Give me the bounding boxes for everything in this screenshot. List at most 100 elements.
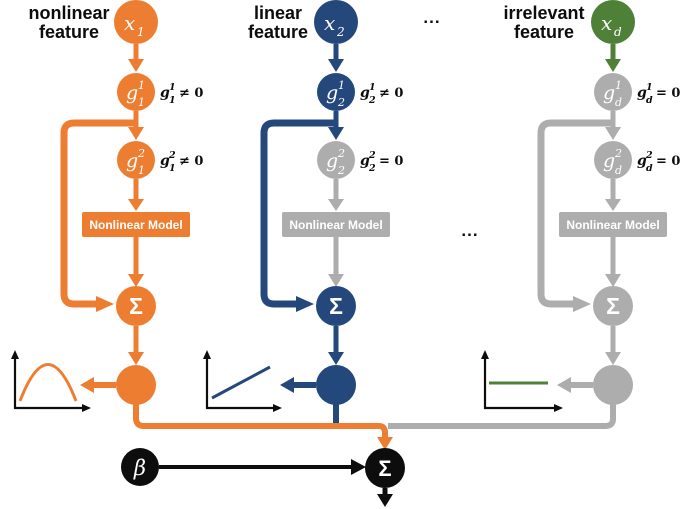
col2-plot-x-arrowhead [273, 404, 282, 412]
g22-annotation-relation: = 0 [379, 154, 403, 169]
x1-node [114, 0, 158, 44]
ellipsis-middle: ... [461, 221, 478, 240]
g11-node-sub: 1 [138, 96, 145, 109]
col1-nonlinear-model-label: Nonlinear Model [89, 218, 182, 232]
g12-annotation-relation: ≠ 0 [179, 154, 203, 169]
x1-label-sub: 1 [137, 25, 145, 39]
ellipsis-top: ... [423, 8, 440, 27]
col3-plot-x-arrowhead [554, 404, 563, 412]
col2-sum-node [316, 286, 356, 326]
col2-nonlinear-model-box [282, 212, 390, 237]
col3-plot-y-arrowhead [481, 350, 489, 359]
final-sum-symbol: Σ [378, 456, 391, 481]
col2-sum-symbol: Σ [329, 293, 343, 319]
g12-annotation-sup: 2 [168, 150, 176, 161]
x1-label-base: x [124, 11, 135, 35]
col3-header-line2: feature [514, 22, 574, 42]
gd1-annotation-sup: 1 [646, 82, 653, 93]
col3-nonlinear-model-box [559, 212, 667, 237]
arrow-output2-to-plot-head [280, 377, 294, 393]
gd2-annotation-sub: d [646, 163, 653, 174]
final-aggregation-row: β Σ [121, 448, 405, 507]
arrow-g21-to-g22-head [328, 127, 344, 140]
gd1-annotation-sub: d [646, 95, 653, 106]
col1-output-node [116, 365, 156, 405]
nonlinear-feature-column: nonlinear feature x 1 g 1 1 g 1 1 ≠ 0 g … [11, 0, 393, 450]
gd2-node-sub: d [615, 164, 622, 177]
g21-annotation-sub: 2 [368, 95, 376, 106]
arrow-model-to-sum1-head [128, 274, 144, 287]
col1-bypass-arrowhead [96, 296, 114, 312]
beta-symbol: β [133, 456, 146, 480]
g21-node [317, 73, 355, 111]
gd2-annotation-base: g [637, 153, 647, 169]
arrow-g22-to-model-head [328, 199, 344, 211]
beta-node [121, 448, 159, 486]
g11-node-sup: 1 [138, 79, 145, 92]
gd1-annotation-base: g [637, 85, 647, 101]
arrow-sum2-to-output-head [328, 352, 344, 365]
col1-plot-y-arrowhead [11, 350, 19, 359]
g21-node-sub: 2 [337, 96, 345, 109]
g21-annotation-sup: 1 [369, 82, 376, 93]
col2-header-line2: feature [248, 22, 308, 42]
g11-annotation-sup: 1 [169, 82, 176, 93]
g21-annotation-base: g [360, 85, 370, 101]
arrow-g11-to-g12-head [128, 127, 144, 140]
col1-plot-x-arrowhead [82, 404, 91, 412]
g12-node [117, 141, 155, 179]
col2-linear-curve [211, 365, 271, 400]
irrelevant-feature-column: irrelevant feature x d g 1 d g 1 d = 0 g… [388, 0, 680, 429]
g22-annotation-sub: 2 [368, 163, 376, 174]
g12-node-base: g [126, 150, 138, 172]
x2-label-base: x [324, 11, 335, 35]
col2-output-node [316, 365, 356, 405]
col2-shape-plot [203, 350, 282, 412]
col2-nonlinear-model-label: Nonlinear Model [289, 218, 382, 232]
g11-annotation-sub: 1 [169, 95, 176, 106]
g12-annotation-sub: 1 [169, 163, 176, 174]
g22-annotation-base: g [360, 153, 370, 169]
x2-node [314, 0, 358, 44]
g22-node-sub: 2 [337, 164, 345, 177]
col2-bypass-arrowhead [296, 296, 314, 312]
gd1-node-sup: 1 [615, 79, 622, 92]
col3-bypass-arrowhead [573, 296, 591, 312]
final-sum-node [365, 448, 405, 488]
arrow-gd1-to-gd2-head [605, 127, 621, 140]
g12-annotation-base: g [160, 153, 170, 169]
gd2-annotation-relation: = 0 [656, 154, 680, 169]
col3-sum-symbol: Σ [606, 293, 620, 319]
g11-node [117, 73, 155, 111]
x2-label-sub: 2 [336, 25, 345, 39]
arrow-output1-to-plot-head [80, 377, 94, 393]
col1-sum-node [116, 286, 156, 326]
g22-node-base: g [326, 150, 338, 172]
g11-node-base: g [126, 82, 138, 104]
linear-feature-column: linear feature x 2 g 1 2 g 1 2 ≠ 0 g 2 2… [203, 0, 403, 424]
rail-to-final-sum-arrowhead [377, 437, 393, 450]
col1-sum-symbol: Σ [129, 293, 143, 319]
g21-node-sup: 1 [338, 79, 345, 92]
g12-node-sup: 2 [137, 147, 145, 160]
col3-bypass-line [537, 119, 613, 308]
col3-header-line1: irrelevant [503, 3, 584, 23]
xd-node [591, 0, 635, 44]
col2-bypass-line [260, 119, 336, 308]
arrow-sum3-to-output-head [605, 352, 621, 365]
g12-node-sub: 1 [138, 164, 145, 177]
xd-label-sub: d [614, 25, 622, 39]
g11-annotation-base: g [160, 85, 170, 101]
gd1-annotation-relation: = 0 [656, 86, 680, 101]
g22-annotation-sup: 2 [368, 150, 376, 161]
arrow-x2-to-g1-head [328, 59, 344, 72]
final-output-arrow-head [377, 494, 393, 507]
arrow-g12-to-model-head [128, 199, 144, 211]
g22-node [317, 141, 355, 179]
g11-annotation-relation: ≠ 0 [179, 86, 203, 101]
arrow-output3-to-plot-head [557, 377, 571, 393]
col1-bump-curve [18, 363, 78, 402]
gd1-node-base: g [603, 82, 615, 104]
arrow-x1-to-g1-head [128, 59, 144, 72]
